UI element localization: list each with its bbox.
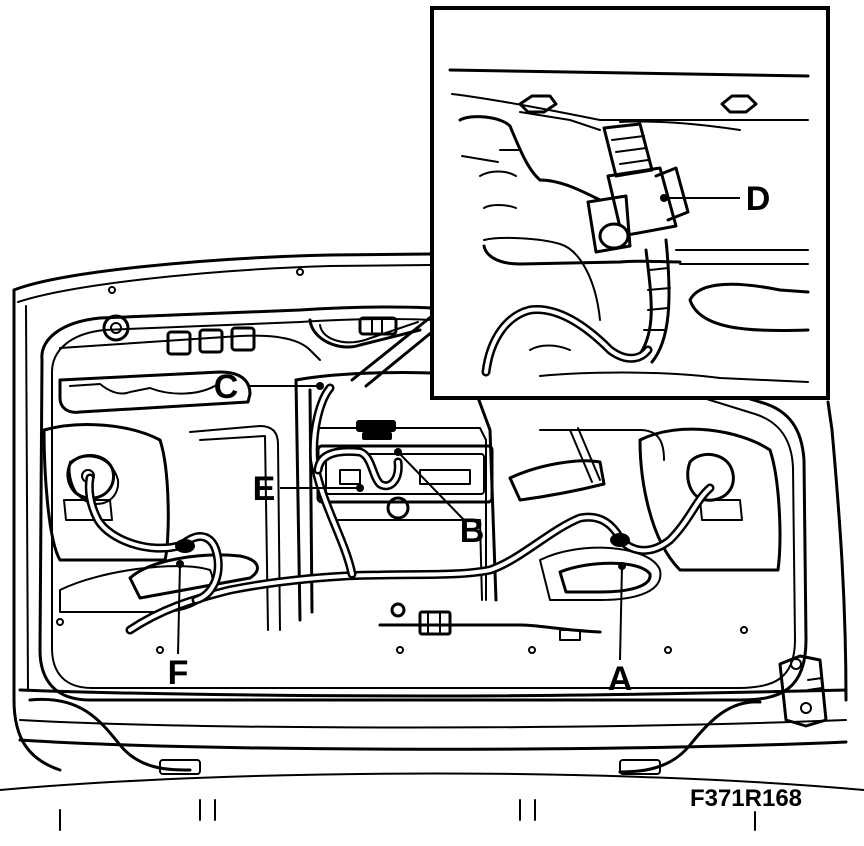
callout-c: C: [214, 368, 239, 406]
callout-d: D: [746, 180, 771, 218]
callout-e: E: [253, 470, 276, 508]
right-hinge: [778, 654, 828, 728]
upper-cross-member: [59, 268, 422, 361]
callout-b: B: [460, 512, 485, 550]
callout-f: F: [168, 654, 189, 692]
figure-reference: F371R168: [690, 785, 802, 812]
callout-leaders: [176, 194, 740, 661]
callout-a: A: [608, 660, 633, 698]
right-inner-panel: [396, 427, 782, 654]
detail-inset: [350, 6, 830, 400]
wiring-harness: [84, 383, 715, 635]
